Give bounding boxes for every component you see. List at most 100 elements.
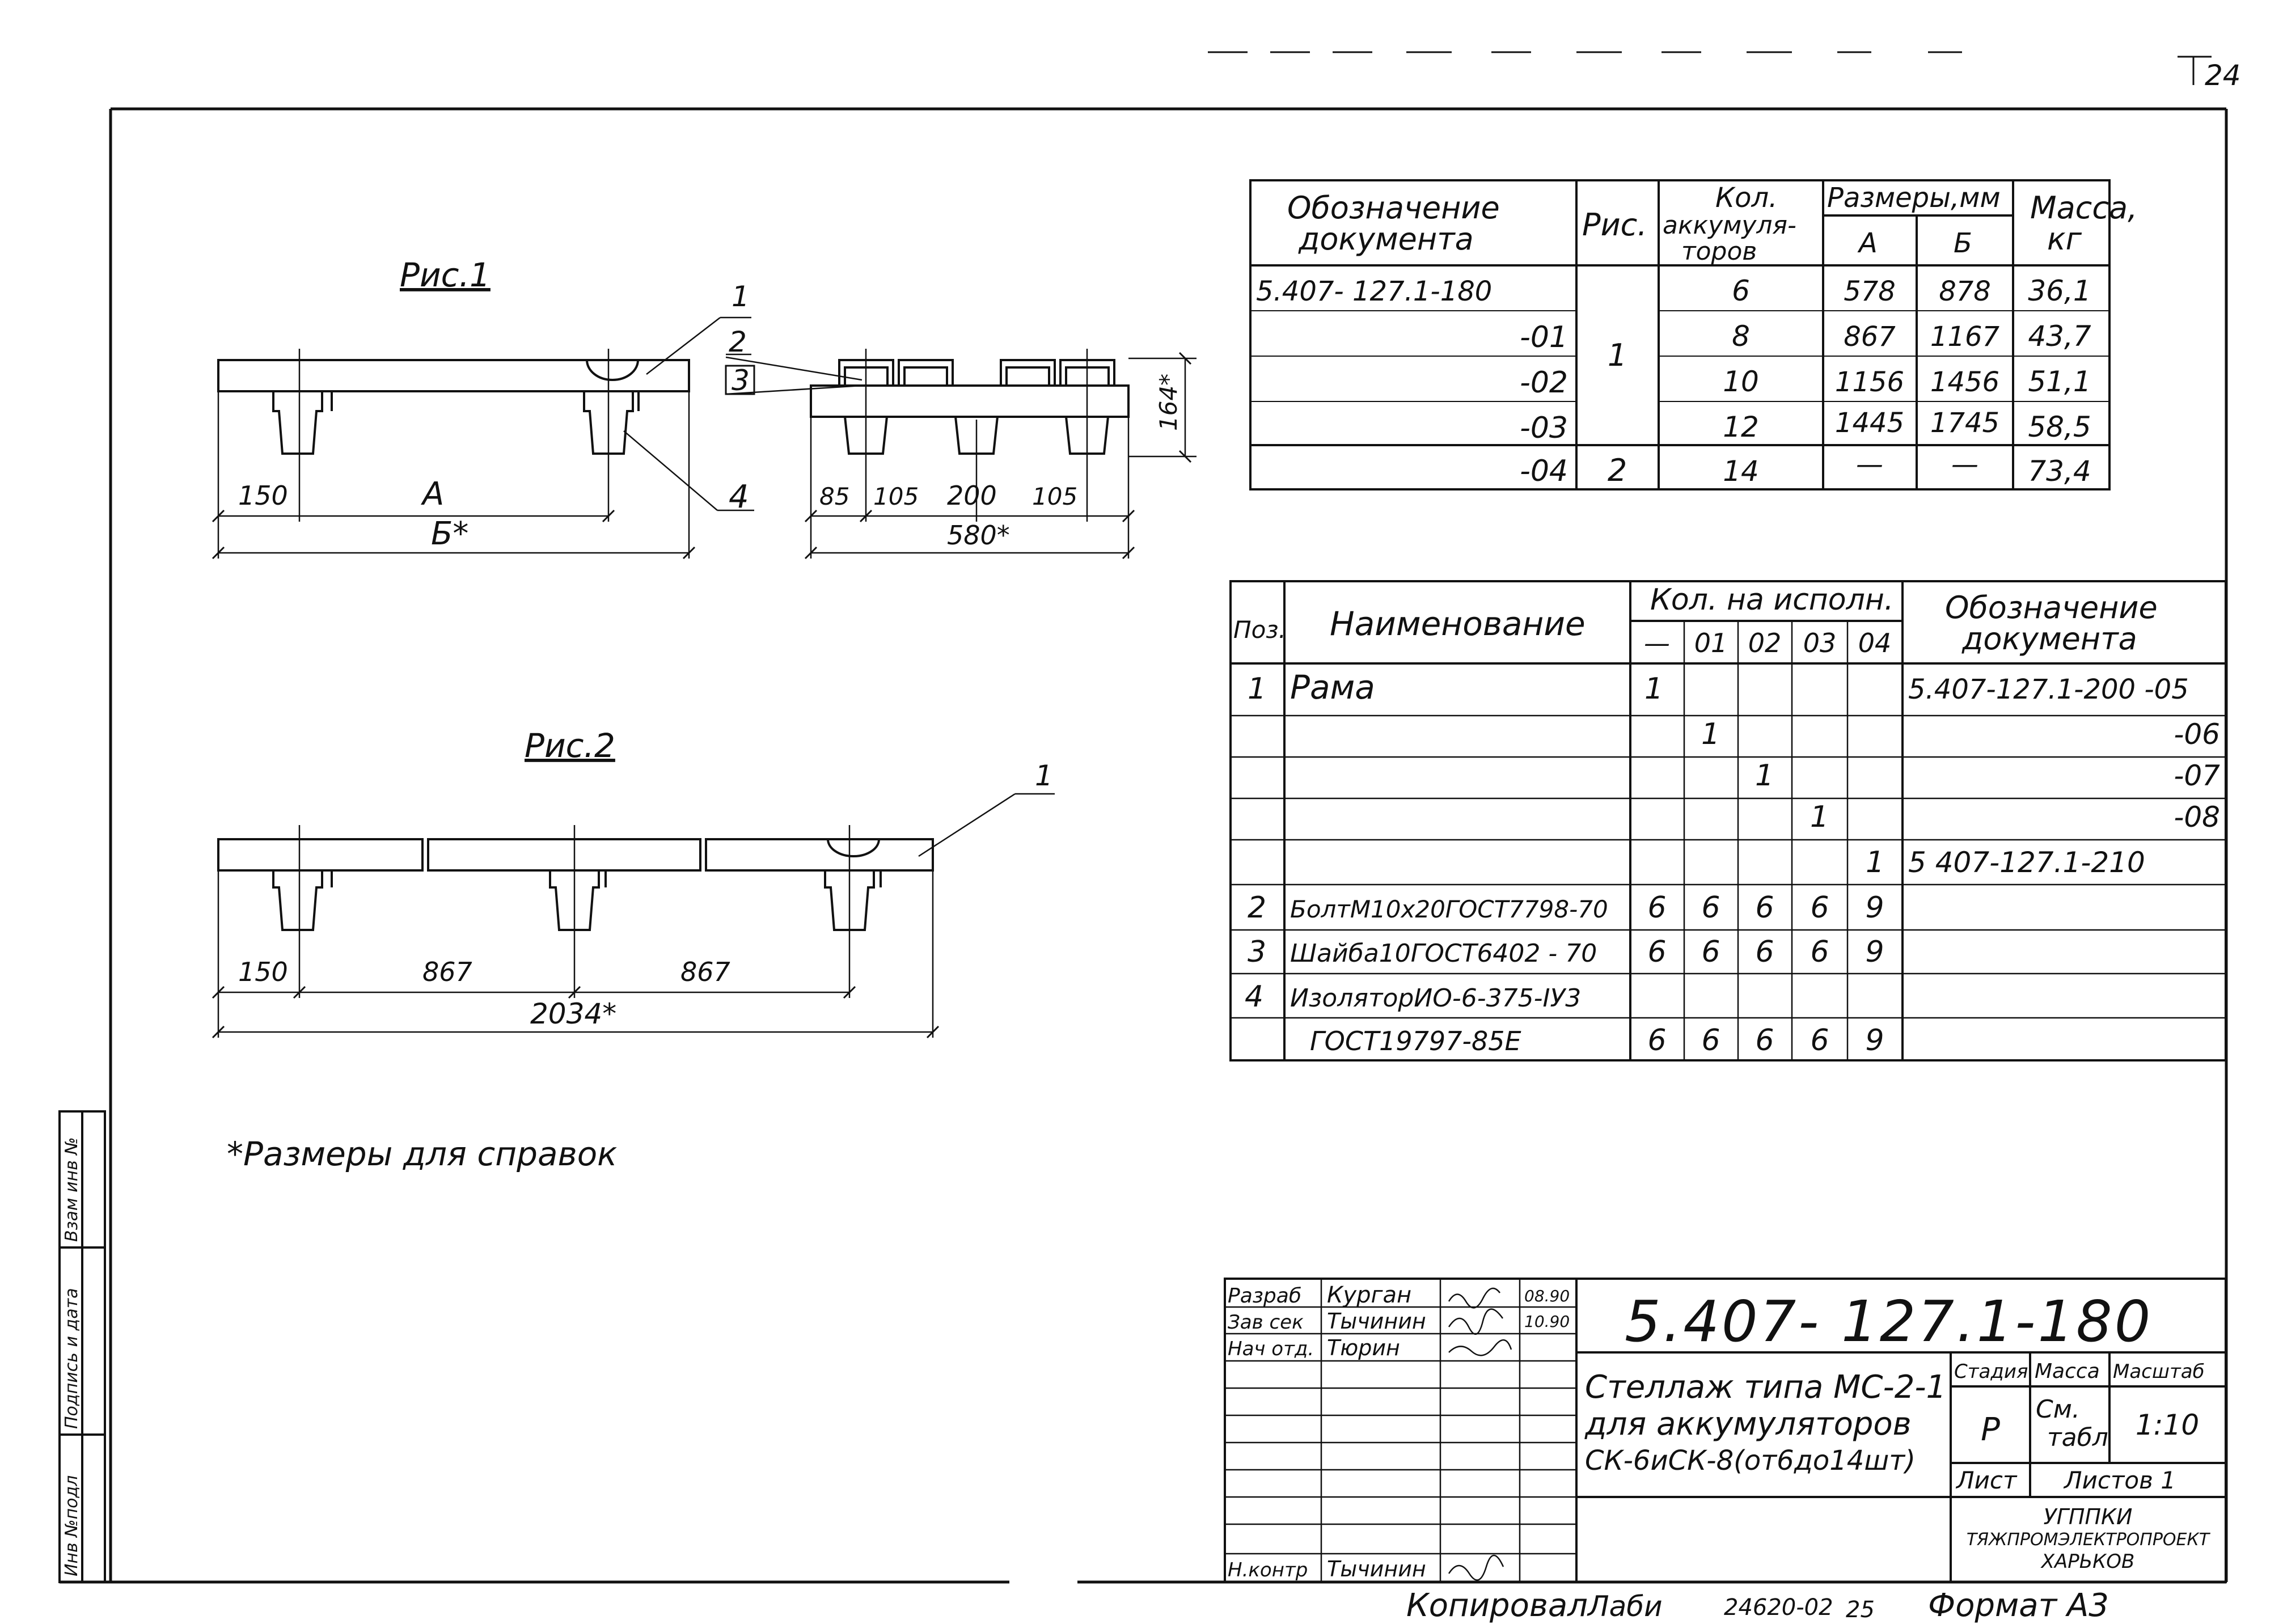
vt-head-fig: Рис. [1582,207,1647,243]
title-block: Разраб Зав сек Нач отд. Н.контр Курган Т… [1224,1278,2227,1583]
tb-date-1: 10.90 [1524,1312,1570,1331]
st-row-5-q1: 6 [1701,891,1720,925]
st-row-7-name: ИзоляторИО-6-375-IУ3 [1290,984,1581,1013]
vt-row-3-count: 12 [1723,411,1759,443]
vt-row-2-mass: 51,1 [2028,365,2091,398]
vt-head-count-2: аккумуля- [1663,211,1796,240]
st-row-1-q1: 1 [1701,717,1720,751]
st-row-1-doc: -06 [2174,718,2220,751]
top-dashes [1208,51,2212,85]
vt-row-0-a: 578 [1844,276,1896,307]
vt-row-0-count: 6 [1732,274,1750,307]
st-head-doc-2: документа [1961,621,2137,657]
st-row-0-name: Рама [1290,668,1375,707]
st-row-2-q2: 1 [1755,759,1774,793]
vt-row-3-a: 1445 [1835,407,1904,439]
st-head-col-0: — [1644,628,1670,658]
vt-row-0-designation: 5.407- 127.1-180 [1256,276,1492,307]
fig2-title: Рис.2 [525,726,615,765]
vt-row-4-count: 14 [1723,455,1759,488]
st-row-6-q2: 6 [1755,935,1774,969]
side-stamp-inv: Инв №подл [62,1475,82,1576]
tb-mass-2: табл [2047,1423,2108,1452]
vt-row-1-designation: -01 [1520,320,1568,354]
st-row-7-pos: 4 [1245,980,1263,1014]
fig2-dim-867a: 867 [422,957,472,987]
vt-row-3-mass: 58,5 [2028,411,2091,443]
tb-sheet-label: Лист [1955,1466,2018,1494]
vt-row-2-count: 10 [1723,365,1759,398]
tb-scale-label: Масштаб [2113,1360,2205,1383]
fig2-dim-867b: 867 [680,957,730,987]
sheet-format: Формат А3 [1928,1587,2109,1624]
fig1-dim-580: 580* [947,520,1010,551]
vt-row-4-designation: -04 [1520,454,1568,488]
vt-row-0-b: 878 [1939,276,1991,307]
signature-marks [1448,1287,1512,1581]
vt-fig-2: 2 [1608,452,1627,488]
tb-date-0: 08.90 [1524,1287,1570,1305]
tb-mass-1: См. [2036,1395,2080,1424]
st-row-8-q2: 6 [1755,1024,1774,1058]
vt-row-2-b: 1456 [1930,366,1999,398]
st-row-5-q2: 6 [1755,891,1774,925]
figure-2: Рис.2 1 150 867 867 [212,726,1055,1039]
fig1-dim-b: Б* [431,515,468,552]
vt-row-4-mass: 73,4 [2028,455,2091,488]
fig2-dim-150: 150 [238,957,288,987]
vt-row-4-a: — [1856,449,1883,480]
spec-table: Поз. Наименование Кол. на исполн. — 01 0… [1229,580,2227,1061]
st-row-4-q4: 1 [1866,845,1884,879]
vt-row-3-designation: -03 [1520,411,1568,445]
vt-row-2-a: 1156 [1835,366,1904,398]
st-row-6-q0: 6 [1647,935,1666,969]
tb-sheets-label: Листов 1 [2063,1466,2176,1494]
tb-scale: 1:10 [2136,1409,2199,1441]
side-stamp: Инв №подл Подпись и дата Взам инв № [58,1110,106,1583]
vt-head-count-3: торов [1681,237,1757,266]
st-row-3-doc: -08 [2174,801,2220,834]
fig1-dim-a: А [421,476,444,513]
side-stamp-replace: Взам инв № [62,1137,82,1242]
figure-1: Рис.1 150 А Б* 1 4 [212,256,1197,560]
fig1-dim-105a: 105 [873,483,919,510]
st-row-3-q3: 1 [1810,800,1829,834]
side-stamp-sign: Подпись и дата [62,1288,82,1430]
st-row-0-doc: 5.407-127.1-200 -05 [1908,674,2189,705]
vt-head-designation-2: документа [1298,221,1474,257]
fig1-dim-85: 85 [819,483,849,510]
st-row-6-q1: 6 [1701,935,1720,969]
tb-title-2: для аккумуляторов [1584,1406,1912,1443]
st-row-8-q4: 9 [1865,1024,1884,1058]
st-head-col-3: 03 [1803,628,1837,658]
st-row-5-name: БолтМ10х20ГОСТ7798-70 [1290,895,1608,923]
vt-head-a: А [1857,227,1878,259]
tb-title-3: СК-6иСК-8(от6до14шт) [1585,1445,1916,1477]
st-row-8-q0: 6 [1647,1024,1666,1058]
tb-org-2: ТЯЖПРОМЭЛЕКТРОПРОЕКТ [1967,1530,2211,1550]
st-row-2-doc: -07 [2174,759,2220,792]
st-head-col-4: 04 [1858,628,1892,658]
fig1-dim-164: 164* [1155,374,1182,431]
st-row-5-q4: 9 [1865,891,1884,925]
copy-label: Копировал [1406,1587,1588,1624]
fig1-dim-150: 150 [238,480,288,511]
tb-org-1: УГППКИ [2044,1504,2133,1529]
fig1-dim-200: 200 [947,480,997,511]
tb-role-2: Нач отд. [1228,1338,1314,1360]
st-row-6-q3: 6 [1810,935,1829,969]
tb-name-3: Тычинин [1327,1557,1426,1581]
st-row-5-q0: 6 [1647,891,1666,925]
st-row-6-name: Шайба10ГОСТ6402 - 70 [1290,939,1597,968]
vt-row-0-mass: 36,1 [2028,274,2091,307]
vt-row-2-designation: -02 [1520,366,1568,400]
tb-stage: Р [1981,1411,2000,1448]
vt-head-mass-1: Масса, [2030,190,2137,226]
tb-stage-label: Стадия [1954,1360,2028,1383]
vt-row-4-b: — [1951,449,1978,480]
fig2-dim-2034: 2034* [530,997,616,1030]
vt-head-b: Б [1954,227,1972,259]
st-row-6-pos: 3 [1248,935,1266,969]
vt-row-1-mass: 43,7 [2028,320,2091,353]
copy-num: 25 [1846,1597,1875,1623]
